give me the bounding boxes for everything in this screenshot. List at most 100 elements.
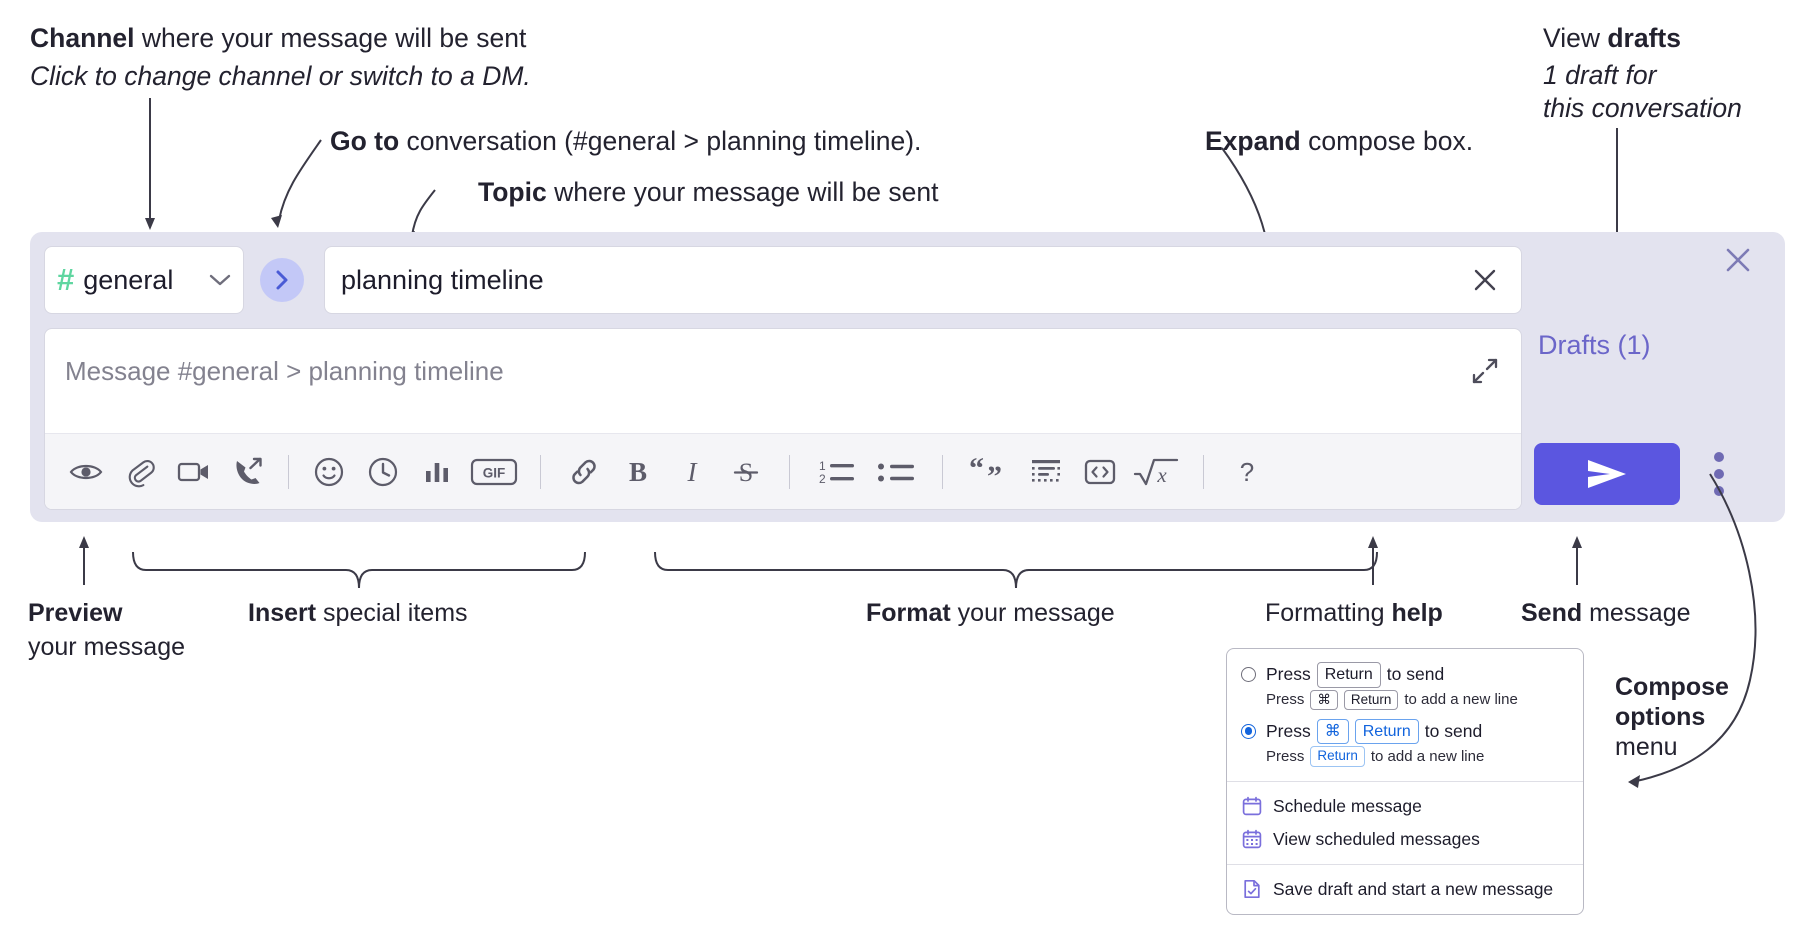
hint-press-label: Press bbox=[1266, 691, 1305, 709]
annotation-drafts-italic-2: this conversation bbox=[1543, 93, 1742, 124]
message-box: Message #general > planning timeline bbox=[44, 328, 1522, 510]
annotation-channel-bold: Channel bbox=[30, 23, 135, 53]
bulleted-list-icon bbox=[878, 463, 914, 481]
key-cap: Return bbox=[1310, 746, 1365, 767]
record-video-clip-button[interactable] bbox=[167, 445, 221, 499]
kebab-dot-2 bbox=[1714, 469, 1724, 479]
gif-icon: GIF bbox=[470, 458, 518, 485]
channel-name: general bbox=[83, 264, 174, 295]
annotation-format-bold: Format bbox=[866, 599, 951, 627]
svg-text:GIF: GIF bbox=[483, 465, 506, 480]
annotation-goto-bold: Go to bbox=[330, 126, 400, 156]
goto-conversation-button[interactable] bbox=[260, 258, 304, 302]
annotation-send-rest: message bbox=[1582, 599, 1691, 627]
inline-code-button[interactable] bbox=[1073, 445, 1127, 499]
annotation-help-plain: Formatting bbox=[1265, 599, 1392, 627]
annotation-drafts-plain: View bbox=[1543, 23, 1608, 53]
menu-item-3[interactable]: Save draft and start a new message bbox=[1227, 873, 1583, 906]
math-button[interactable]: x bbox=[1127, 445, 1187, 499]
topic-clear-button[interactable] bbox=[1465, 260, 1505, 300]
message-input[interactable]: Message #general > planning timeline bbox=[45, 329, 1521, 431]
ordered-list-button[interactable]: 1 2 bbox=[806, 445, 866, 499]
attach-file-button[interactable] bbox=[113, 445, 167, 499]
topic-input[interactable]: planning timeline bbox=[341, 264, 544, 295]
send-message-button[interactable] bbox=[1534, 443, 1680, 505]
option-press-label: Press bbox=[1266, 720, 1311, 741]
annotation-insert: Insert special items bbox=[248, 598, 578, 630]
annotation-preview-line2: your message bbox=[28, 632, 186, 661]
channel-selector[interactable]: # general bbox=[44, 246, 244, 314]
kebab-dot-3 bbox=[1714, 486, 1724, 496]
emoji-button[interactable] bbox=[302, 445, 356, 499]
svg-text:B: B bbox=[629, 457, 647, 487]
menu-divider-1 bbox=[1227, 780, 1583, 782]
close-icon bbox=[1474, 269, 1496, 291]
svg-text:I: I bbox=[687, 457, 699, 487]
annotation-channel: Channel where your message will be sent … bbox=[30, 22, 650, 93]
annotation-drafts-bold: drafts bbox=[1607, 23, 1681, 53]
annotation-compose-bold-2: options bbox=[1615, 703, 1706, 731]
option-press-label: Press bbox=[1266, 663, 1311, 684]
annotation-format-rest: your message bbox=[950, 599, 1115, 627]
code-block-button[interactable] bbox=[1019, 445, 1073, 499]
gif-button[interactable]: GIF bbox=[464, 445, 524, 499]
key-cap: Return bbox=[1354, 718, 1419, 745]
topic-field[interactable]: planning timeline bbox=[324, 246, 1522, 314]
poll-button[interactable] bbox=[410, 445, 464, 499]
preview-button[interactable] bbox=[59, 445, 113, 499]
record-audio-clip-button[interactable] bbox=[221, 445, 275, 499]
clock-icon bbox=[368, 457, 398, 486]
calendar-grid-icon bbox=[1241, 829, 1262, 850]
link-button[interactable] bbox=[557, 445, 611, 499]
strikethrough-icon: S bbox=[733, 458, 759, 487]
radio-button[interactable] bbox=[1241, 667, 1256, 682]
annotation-format: Format your message bbox=[866, 598, 1206, 630]
send-paper-plane-icon bbox=[1588, 460, 1626, 488]
drafts-link[interactable]: Drafts (1) bbox=[1538, 330, 1651, 360]
svg-text:x: x bbox=[1156, 463, 1167, 487]
annotation-compose-line3: menu bbox=[1615, 733, 1678, 761]
blockquote-button[interactable]: “ ” bbox=[959, 445, 1019, 499]
italic-icon: I bbox=[687, 457, 699, 487]
quote-icon: “ ” bbox=[969, 456, 1002, 488]
paperclip-icon bbox=[128, 459, 155, 487]
annotation-drafts-italic-1: 1 draft for bbox=[1543, 59, 1657, 90]
composer-header: # general planning timeline bbox=[44, 246, 1522, 314]
bold-icon: B bbox=[629, 457, 647, 487]
annotation-send: Send message bbox=[1521, 598, 1801, 630]
annotation-insert-rest: special items bbox=[316, 599, 468, 627]
radio-button[interactable] bbox=[1241, 723, 1256, 739]
annotation-compose-options: Compose options menu bbox=[1615, 672, 1814, 762]
svg-text:1: 1 bbox=[819, 459, 826, 473]
close-composer-button[interactable] bbox=[1716, 238, 1760, 282]
menu-item-1[interactable]: Schedule message bbox=[1227, 790, 1583, 823]
code-brackets-icon bbox=[1084, 459, 1116, 484]
menu-item-2[interactable]: View scheduled messages bbox=[1227, 823, 1583, 856]
italic-button[interactable]: I bbox=[665, 445, 719, 499]
bulleted-list-button[interactable] bbox=[866, 445, 926, 499]
expand-compose-button[interactable] bbox=[1465, 351, 1505, 391]
strikethrough-button[interactable]: S bbox=[719, 445, 773, 499]
separator-4 bbox=[942, 454, 943, 489]
annotation-channel-rest: where your message will be sent bbox=[134, 23, 527, 53]
formatting-help-button[interactable]: ? bbox=[1220, 445, 1274, 499]
annotation-expand-rest: compose box. bbox=[1300, 126, 1474, 156]
menu-divider-2 bbox=[1227, 863, 1583, 865]
schedule-button[interactable] bbox=[356, 445, 410, 499]
expand-icon bbox=[1472, 358, 1498, 384]
bold-button[interactable]: B bbox=[611, 445, 665, 499]
square-root-icon: x bbox=[1133, 458, 1179, 487]
chevron-right-icon bbox=[276, 270, 288, 290]
key-cap: ⌘ bbox=[1310, 689, 1338, 710]
phone-forward-icon bbox=[236, 457, 262, 484]
bar-chart-icon bbox=[426, 462, 448, 482]
compose-options-button[interactable] bbox=[1702, 447, 1736, 501]
code-block-icon bbox=[1032, 459, 1060, 482]
option-tail-label: to send bbox=[1386, 663, 1445, 684]
calendar-icon bbox=[1241, 796, 1262, 817]
file-check-icon bbox=[1241, 879, 1262, 900]
